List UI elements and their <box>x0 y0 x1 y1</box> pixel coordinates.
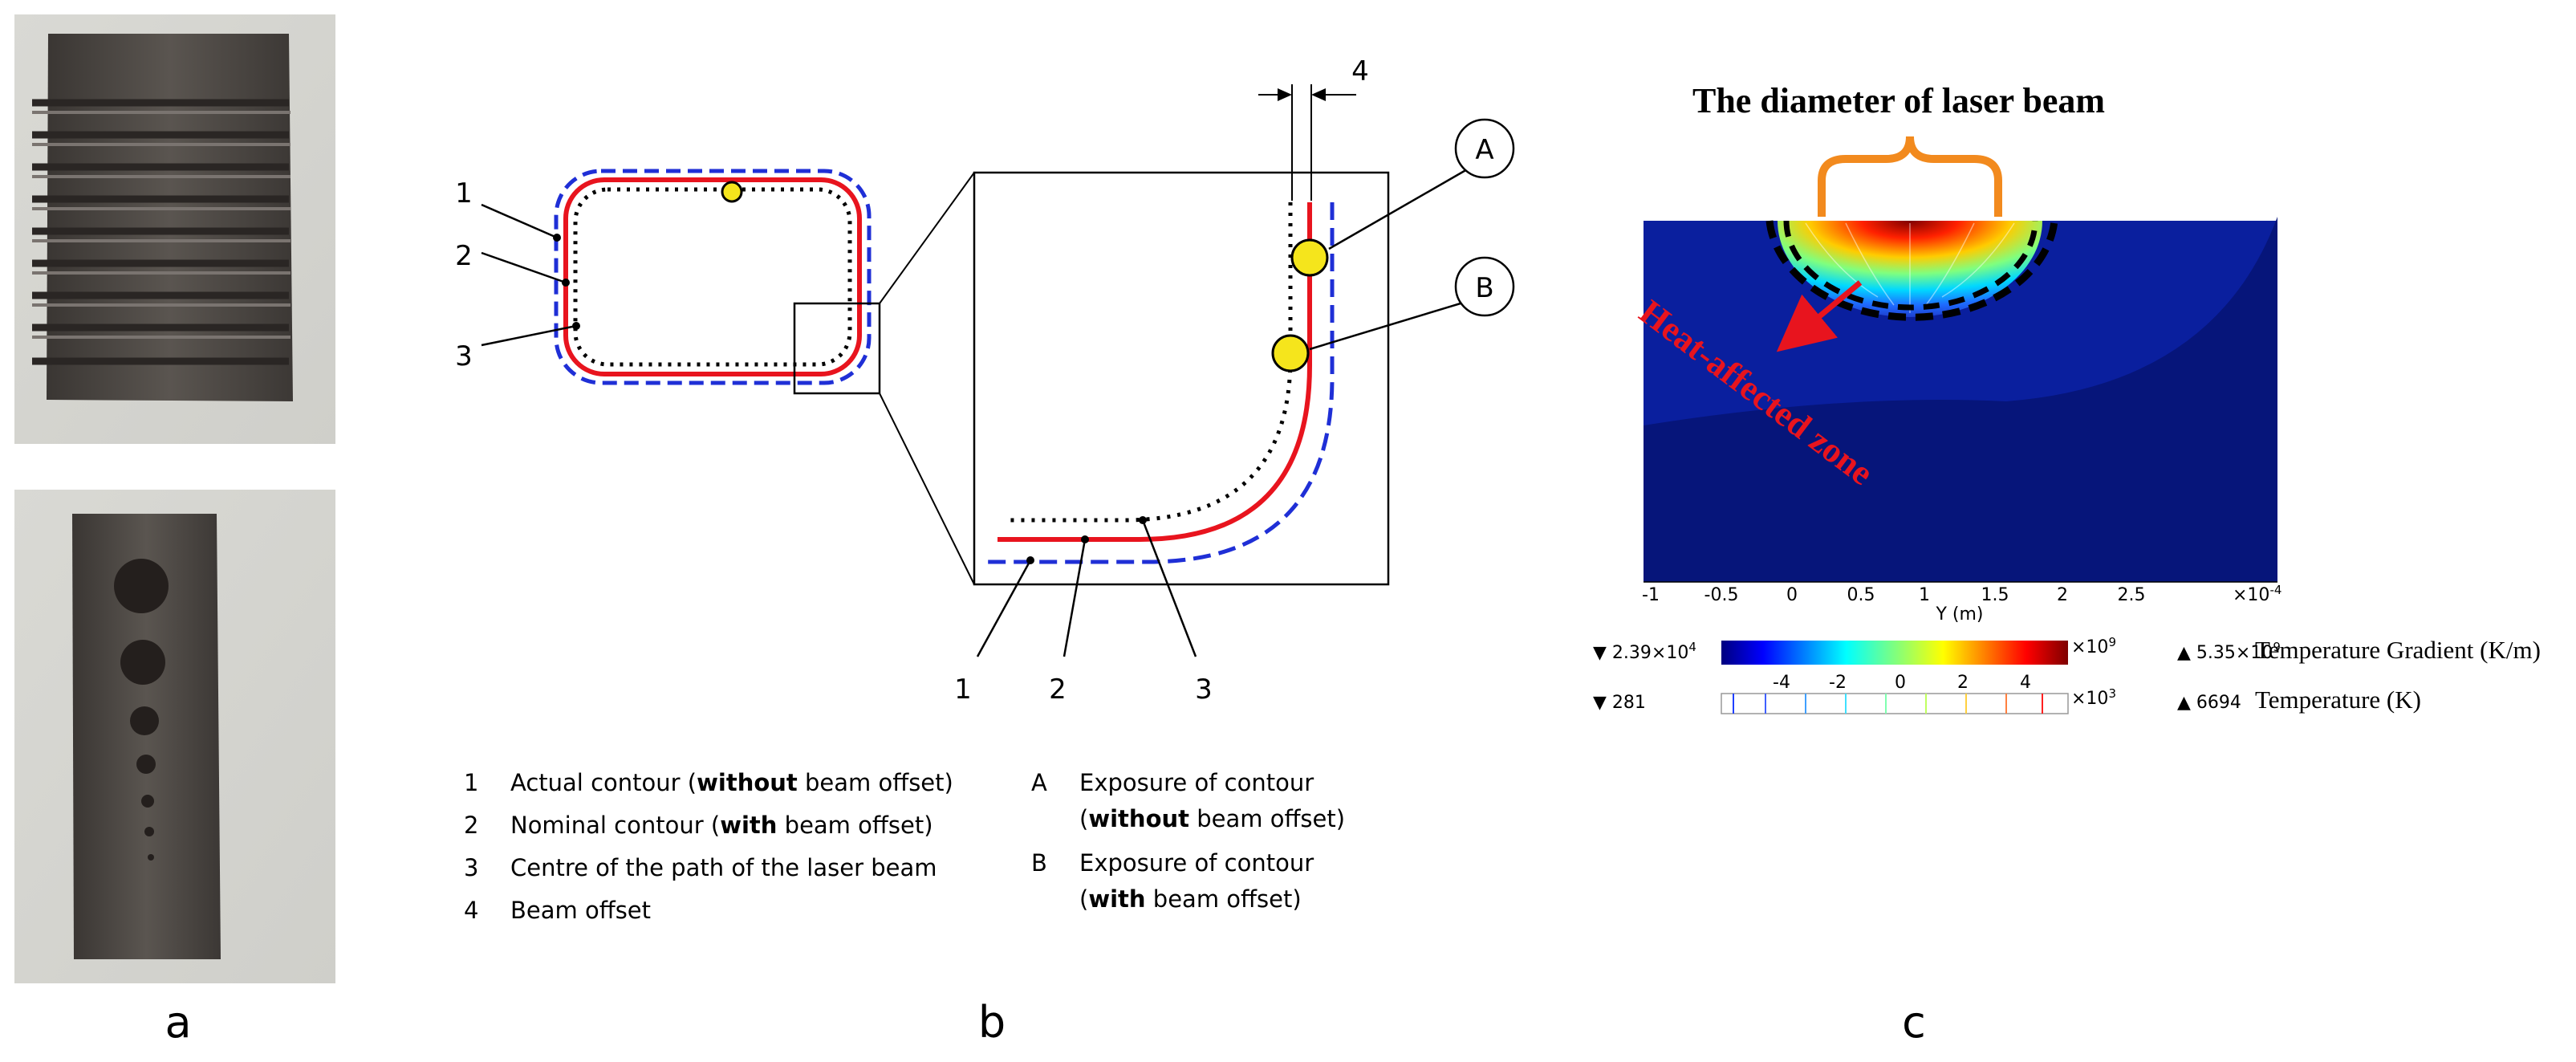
x-axis: -1 -0.5 0 0.5 1 1.5 2 2.5 ×10-4 Y (m) <box>1642 581 2281 625</box>
x-axis-label: Y (m) <box>1935 604 1983 625</box>
temperature-field: Heat-affected zone <box>1632 217 2277 582</box>
callout-top-4: 4 <box>1351 55 1369 87</box>
beam-path-small <box>573 187 852 367</box>
actual-contour-zoom <box>997 202 1312 542</box>
temperature-unit: ×103 <box>2071 686 2116 709</box>
panel-c: The diameter of laser beam Heat-affected… <box>1593 81 2541 1048</box>
gradient-unit: ×109 <box>2071 635 2116 657</box>
temp-tick-0: -4 <box>1773 673 1790 693</box>
bottom-callouts: 1 2 3 <box>954 516 1213 706</box>
offset-dimension: 4 <box>1258 55 1369 201</box>
x-tick-2: 0 <box>1786 585 1798 605</box>
x-axis-multiplier: ×10-4 <box>2233 583 2281 605</box>
callout-circle-A: A <box>1475 134 1493 166</box>
callout-circle-B: B <box>1475 272 1493 304</box>
actual-contour-small <box>563 177 862 376</box>
callout-bottom-1: 1 <box>954 673 972 706</box>
x-tick-0: -1 <box>1642 585 1660 605</box>
temperature-min: ▼ 281 <box>1593 693 1646 713</box>
x-tick-7: 2.5 <box>2118 585 2146 605</box>
left-callouts: 1 2 3 <box>455 177 580 372</box>
x-tick-1: -0.5 <box>1704 585 1739 605</box>
heat-affected-arrow <box>1776 280 1863 352</box>
callout-left-2: 2 <box>455 240 473 272</box>
nominal-contour-zoom <box>983 202 1335 564</box>
temperature-bar <box>1721 693 2069 714</box>
callout-bottom-2: 2 <box>1049 673 1067 706</box>
beam-spot-A <box>1290 238 1329 277</box>
gradient-bar <box>1721 641 2068 665</box>
beam-diameter-brace <box>1818 136 2002 217</box>
callout-left-1: 1 <box>455 177 473 210</box>
beam-path-zoom <box>1005 202 1293 523</box>
photo-finned-part <box>14 14 335 444</box>
beam-spot-small <box>721 181 743 203</box>
panel-label-b: b <box>978 997 1006 1048</box>
temperature-label: Temperature (K) <box>2255 686 2421 714</box>
gradient-max: ▲ 5.35×109 <box>2177 640 2281 663</box>
gradient-colorbar: ▼ 2.39×104 ×109 ▲ 5.35×109 Temperature G… <box>1593 635 2541 665</box>
panel-a: a <box>14 14 335 1048</box>
legend-item-A-line2: (without beam offset) <box>1079 805 1345 832</box>
gradient-label: Temperature Gradient (K/m) <box>2255 636 2541 664</box>
temperature-colorbar: ▼ 281 -4 -2 0 2 4 ×103 ▲ 6694 Temperatur… <box>1593 673 2421 714</box>
nominal-contour-small <box>554 169 872 385</box>
temp-tick-3: 2 <box>1957 673 1969 693</box>
x-tick-4: 1 <box>1919 585 1930 605</box>
callout-bottom-3: 3 <box>1195 673 1213 706</box>
beam-spot-B <box>1271 334 1310 372</box>
temp-tick-1: -2 <box>1829 673 1847 693</box>
temp-tick-2: 0 <box>1895 673 1906 693</box>
zoom-detail <box>973 171 1390 586</box>
circle-callouts: A B <box>1309 118 1515 351</box>
x-tick-3: 0.5 <box>1847 585 1875 605</box>
zoom-box-small <box>793 302 881 395</box>
photo-holed-part <box>14 490 335 983</box>
contour-overview <box>554 169 975 585</box>
callout-left-3: 3 <box>455 340 473 372</box>
panel-b: 1 2 3 4 A B <box>455 55 1515 1048</box>
panel-label-a: a <box>165 997 191 1048</box>
x-tick-6: 2 <box>2057 585 2068 605</box>
panel-label-c: c <box>1902 997 1926 1048</box>
legend-item-B-line2: (with beam offset) <box>1079 885 1302 913</box>
zoom-frame <box>973 171 1390 586</box>
temp-tick-4: 4 <box>2020 673 2031 693</box>
beam-diameter-title: The diameter of laser beam <box>1692 81 2105 120</box>
x-tick-5: 1.5 <box>1981 585 2009 605</box>
temperature-max: ▲ 6694 <box>2177 693 2241 713</box>
gradient-min: ▼ 2.39×104 <box>1593 640 1696 663</box>
